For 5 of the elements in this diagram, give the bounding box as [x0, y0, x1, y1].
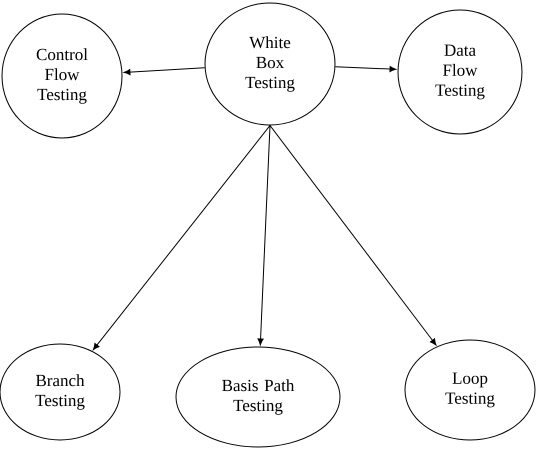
arrow: [92, 125, 270, 350]
arrow: [270, 125, 436, 346]
arrow: [258, 125, 270, 346]
arrow: [334, 66, 396, 72]
arrow: [124, 67, 206, 76]
